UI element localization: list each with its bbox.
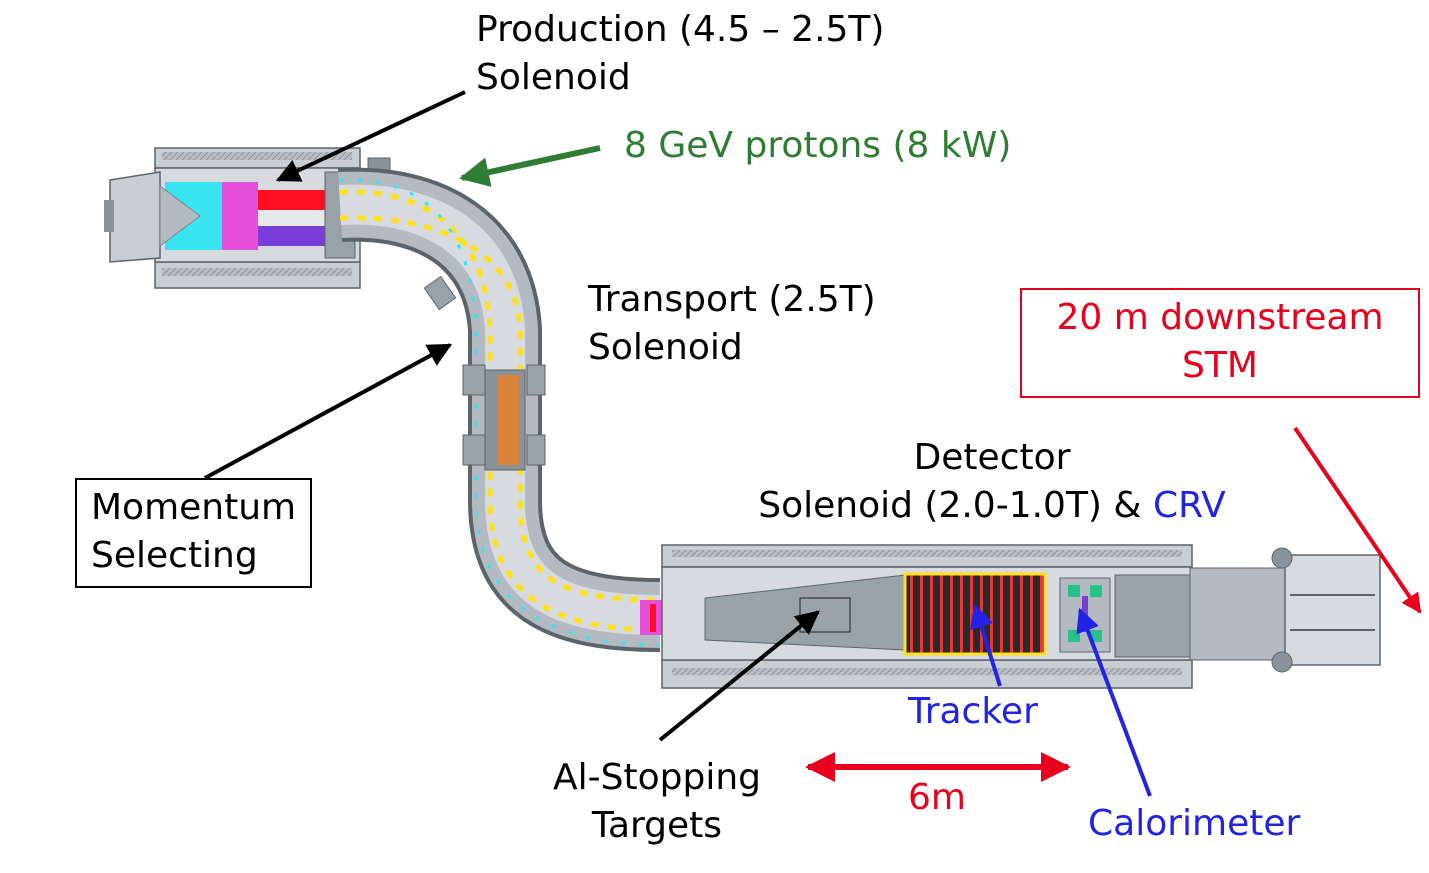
detector-solenoid-label: Detector Solenoid (2.0-1.0T) & CRV bbox=[722, 434, 1262, 530]
stm-label-line2: STM bbox=[1182, 345, 1258, 386]
crv-label: CRV bbox=[1152, 485, 1226, 526]
targets-label-line2: Targets bbox=[591, 805, 723, 846]
production-label-line1: Production (4.5 – 2.5T) bbox=[476, 9, 885, 50]
production-arrow bbox=[275, 90, 466, 182]
protons-label: 8 GeV protons (8 kW) bbox=[624, 122, 1011, 170]
tracker-arrow bbox=[969, 603, 1002, 687]
targets-label-line1: Al-Stopping bbox=[553, 757, 761, 798]
calorimeter-arrow bbox=[1076, 607, 1152, 797]
production-label-line2: Solenoid bbox=[476, 57, 631, 98]
targets-arrow bbox=[658, 610, 820, 742]
momentum-label-line1: Momentum bbox=[91, 487, 297, 528]
annotation-arrows bbox=[204, 90, 1422, 797]
stopping-targets-label: Al-Stopping Targets bbox=[530, 754, 784, 850]
stm-arrow bbox=[1293, 426, 1422, 614]
transport-solenoid bbox=[337, 167, 695, 652]
detector-label-line1: Detector bbox=[913, 437, 1071, 478]
detector-solenoid bbox=[661, 544, 1381, 689]
detector-label-line2-text: Solenoid (2.0-1.0T) & bbox=[758, 485, 1153, 526]
calorimeter-label: Calorimeter bbox=[1088, 800, 1300, 848]
tracker-label-text: Tracker bbox=[908, 691, 1038, 732]
protons-arrow bbox=[459, 145, 601, 187]
calorimeter-label-text: Calorimeter bbox=[1088, 803, 1301, 844]
production-solenoid-label: Production (4.5 – 2.5T) Solenoid bbox=[476, 6, 884, 102]
detector-label-line2: Solenoid (2.0-1.0T) & CRV bbox=[722, 482, 1262, 530]
stm-label-line1: 20 m downstream bbox=[1056, 297, 1384, 338]
transport-label-line1: Transport (2.5T) bbox=[588, 279, 876, 320]
transport-solenoid-label: Transport (2.5T) Solenoid bbox=[588, 276, 876, 372]
stm-box: 20 m downstream STM bbox=[1020, 288, 1420, 398]
scale-label-text: 6m bbox=[908, 777, 966, 818]
production-solenoid bbox=[104, 147, 391, 289]
momentum-label-line2: Selecting bbox=[91, 535, 258, 576]
momentum-selecting-box: Momentum Selecting bbox=[75, 478, 313, 588]
tracker-label: Tracker bbox=[908, 688, 1038, 736]
scale-label: 6m bbox=[908, 774, 966, 822]
protons-label-text: 8 GeV protons (8 kW) bbox=[624, 125, 1012, 166]
transport-label-line2: Solenoid bbox=[588, 327, 743, 368]
momentum-arrow bbox=[204, 343, 453, 480]
